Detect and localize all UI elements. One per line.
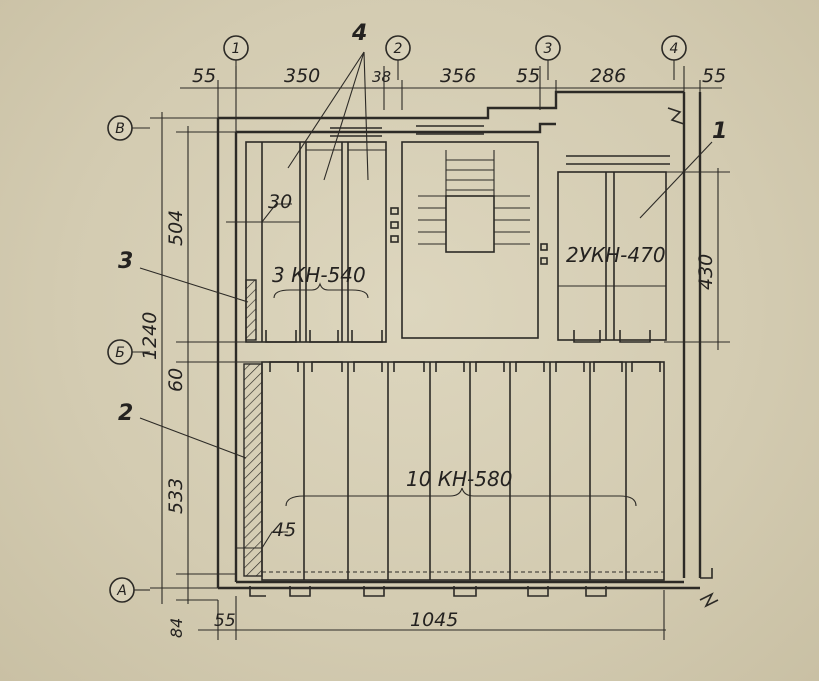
axis-row-b: Б: [107, 339, 133, 365]
axis-row-v: В: [107, 115, 133, 141]
upper-right-block: [557, 155, 670, 343]
hatched-wall-3: [245, 279, 257, 341]
dim-left-1240: 1240: [139, 312, 161, 360]
dim-right-430: 430: [695, 254, 717, 290]
callout-2: 2: [118, 401, 133, 426]
dim-bottom-1045: 1045: [410, 609, 458, 631]
label-upper-left-block: 3 КН-540: [272, 263, 366, 287]
callout-3: 3: [118, 249, 133, 274]
dim-top-286: 286: [590, 65, 626, 87]
label-upper-right-block: 2УКН-470: [566, 243, 666, 267]
axis-row-a: А: [109, 577, 135, 603]
label-lower-block: 10 КН-580: [406, 467, 512, 491]
callout-1: 1: [712, 119, 727, 144]
dim-bottom-55: 55: [214, 611, 236, 631]
dim-top-38: 38: [372, 68, 391, 86]
dim-top-55-left: 55: [192, 65, 216, 87]
upper-left-block: [245, 127, 387, 343]
stair-core: [390, 125, 548, 339]
dim-left-60: 60: [165, 368, 187, 392]
dim-left-533: 533: [165, 478, 187, 514]
dim-left-84: 84: [167, 618, 186, 638]
block-labels: 3 КН-540 2УКН-470 10 КН-580: [272, 243, 666, 491]
dim-inner-45: 45: [272, 519, 296, 541]
dim-top-356: 356: [440, 65, 476, 87]
axis-column-3: 3: [535, 35, 561, 80]
dim-top-55-right: 55: [702, 65, 726, 87]
callout-4: 4: [351, 21, 367, 46]
axis-row-a-label: А: [116, 583, 127, 599]
axis-column-4-label: 4: [670, 41, 679, 57]
axis-column-3-label: 3: [544, 41, 553, 57]
dim-top-350: 350: [284, 65, 320, 87]
axis-row-b-label: Б: [115, 345, 125, 361]
axis-column-4: 4: [661, 35, 687, 80]
axis-column-1: 1: [223, 35, 249, 80]
hatched-wall-2: [243, 363, 263, 577]
axis-markers: 1 2 3 4 В Б А: [107, 35, 687, 603]
outer-walls: [216, 90, 719, 608]
dim-top-55-mid: 55: [516, 65, 540, 87]
axis-row-v-label: В: [115, 121, 125, 137]
callout-numbers: 1 2 3 4: [118, 21, 727, 426]
dim-left-504: 504: [165, 210, 187, 246]
dimension-texts: 55 350 38 356 55 286 55 504 1240 60 533 …: [139, 65, 726, 638]
lower-block: [243, 361, 665, 597]
dimension-lines: [130, 51, 730, 640]
dim-inner-30: 30: [268, 191, 292, 213]
axis-column-2-label: 2: [394, 41, 403, 57]
axis-column-2: 2: [385, 35, 411, 80]
axis-column-1-label: 1: [232, 41, 241, 57]
